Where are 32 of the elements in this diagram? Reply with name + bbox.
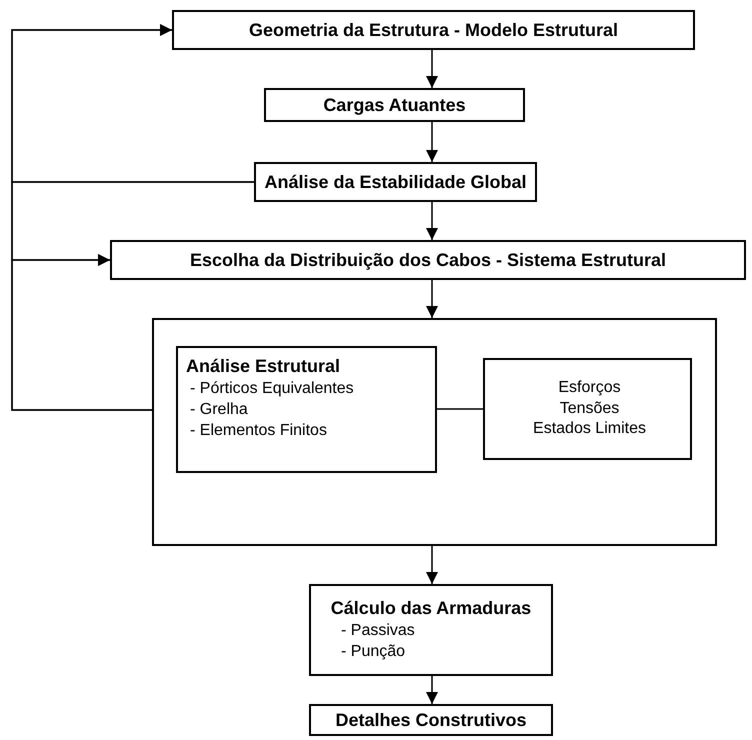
- box-title: Cálculo das Armaduras: [330, 598, 532, 619]
- process-box: [309, 584, 553, 676]
- arrow: [426, 546, 438, 584]
- box-title: Geometria da Estrutura - Modelo Estrutural: [248, 20, 618, 40]
- box-title: Detalhes Construtivos: [335, 710, 527, 730]
- process-box: [483, 358, 692, 460]
- box-title: Cargas Atuantes: [323, 94, 466, 116]
- arrow: [11, 181, 254, 266]
- list-item: - Passivas: [340, 620, 416, 641]
- box-title: Escolha da Distribuição dos Cabos - Sistema Estrutural: [190, 250, 666, 270]
- process-box: [309, 704, 553, 736]
- box-title: Análise da Estabilidade Global: [264, 172, 527, 192]
- process-box: [176, 346, 437, 473]
- box-title: Análise Estrutural: [186, 356, 342, 377]
- connector-line: [437, 408, 483, 410]
- list-item: - Elementos Finitos: [189, 420, 328, 441]
- result-item: Estados Limites: [532, 419, 646, 440]
- process-box: [110, 240, 746, 280]
- arrow: [426, 122, 438, 162]
- arrow: [426, 202, 438, 240]
- result-item: Esforços: [557, 378, 621, 398]
- arrow: [426, 50, 438, 88]
- container-box: [152, 318, 717, 546]
- process-box: [264, 88, 525, 122]
- list-item: - Grelha: [189, 400, 249, 420]
- list-item: - Pórticos Equivalentes: [189, 379, 355, 399]
- process-box: [254, 162, 537, 202]
- process-box: [172, 10, 695, 50]
- arrow: [426, 280, 438, 318]
- list-item: - Punção: [340, 642, 406, 662]
- arrow: [426, 676, 438, 704]
- result-item: Tensões: [558, 398, 620, 419]
